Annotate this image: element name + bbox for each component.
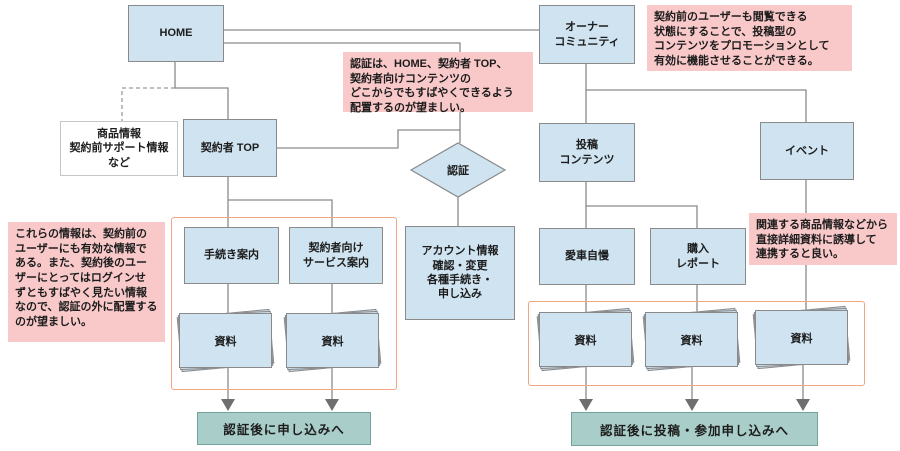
wire-home-contractor-top (174, 60, 229, 119)
node-materials-stack: 資料 (176, 308, 275, 373)
stack-front: 資料 (539, 312, 632, 367)
node-auth-label: 認証 (447, 165, 469, 177)
note-outside-auth: これらの情報は、契約前の ユーザーにも有効な情報で ある。また、契約後のユー ザ… (8, 222, 165, 342)
stack-front: 資料 (645, 312, 738, 367)
wire-owner-event (586, 89, 807, 122)
node-materials-stack: 資料 (536, 307, 635, 372)
node-materials-stack: 資料 (752, 305, 851, 370)
cta-apply-after-auth: 認証後に申し込みへ (197, 412, 371, 445)
arrowhead-down (579, 399, 593, 411)
node-contractor-service: 契約者向け サービス案内 (289, 227, 383, 284)
note-promotion: 契約前のユーザーも閲覧できる 状態にすることで、投稿型の コンテンツをプロモーシ… (647, 5, 852, 71)
contractor-content-group-outline (171, 217, 397, 390)
node-purchase-report: 購入 レポート (650, 228, 746, 285)
node-home: HOME (128, 5, 224, 62)
node-post-contents: 投稿 コンテンツ (539, 123, 635, 182)
community-materials-group-outline (528, 301, 865, 386)
node-owner-community: オーナー コミュニティ (539, 5, 635, 64)
node-car-pride: 愛車自慢 (539, 228, 635, 285)
node-procedure-guide: 手続き案内 (184, 227, 279, 284)
cta-post-apply-after-auth: 認証後に投稿・参加申し込みへ (571, 412, 818, 446)
stack-front: 資料 (286, 313, 379, 368)
note-related-material: 関連する商品情報などから 直接詳細資料に誘導して 連携すると良い。 (749, 213, 897, 265)
stack-front: 資料 (755, 310, 848, 365)
wire-post-report (586, 205, 698, 228)
wire-ctop-service (228, 199, 333, 227)
note-auth-placement: 認証は、HOME、契約者 TOP、 契約者向けコンテンツの どこからでもすばやく… (343, 52, 533, 114)
node-event: イベント (760, 122, 854, 180)
node-materials-stack: 資料 (642, 307, 741, 372)
arrowhead-down (685, 399, 699, 411)
arrowhead-down (221, 399, 235, 411)
node-materials-stack: 資料 (283, 308, 382, 373)
arrowhead-down (325, 399, 339, 411)
wire-contractor-auth (275, 129, 460, 149)
node-contractor-top: 契約者 TOP (183, 119, 277, 177)
arrowhead-down (796, 399, 810, 411)
wire-dashed-product-info (121, 87, 175, 121)
auth-diamond-shape (409, 142, 507, 198)
node-product-info: 商品情報 契約前サポート情報 など (60, 121, 178, 176)
node-account-info: アカウント情報 確認・変更 各種手続き・ 申し込み (405, 226, 515, 320)
stack-front: 資料 (179, 313, 272, 368)
